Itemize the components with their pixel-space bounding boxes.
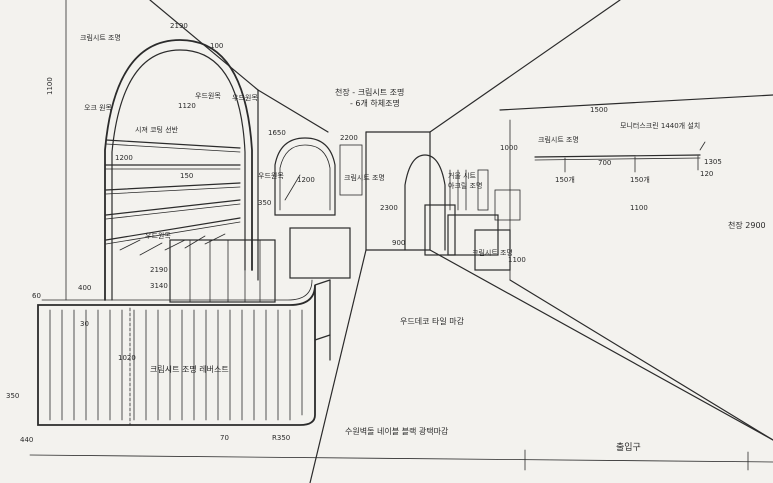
- annotations: 2190 100 크림시트 조명 1100 오크 원목 우드원목 우드원목 11…: [6, 22, 766, 453]
- label-mid-arch: 우드원목: [258, 171, 284, 180]
- label-mid-arch-dim-1200: 1200: [297, 176, 315, 184]
- label-shelf-dim-1200: 1200: [115, 154, 133, 162]
- label-left-side-note: 오크 원목: [84, 103, 113, 112]
- label-arch-dim-1120: 1120: [178, 102, 196, 110]
- label-mid-right: 크림시트 조명: [344, 173, 385, 182]
- label-top-dim: 2190: [170, 22, 188, 30]
- label-back-dim-1650: 1650: [268, 129, 286, 137]
- label-center-dim-900: 900: [392, 239, 405, 247]
- label-floor-note-1: 우드데코 타일 마감: [400, 316, 465, 326]
- label-right-3: 크림시트 조명: [472, 248, 513, 257]
- ceiling-track: [534, 141, 706, 173]
- label-counter-dim-1020: 1020: [118, 354, 136, 362]
- label-ceiling-dim-1500: 1500: [590, 106, 608, 114]
- label-right-arch-2: 아크릴 조명: [448, 181, 482, 190]
- label-ceiling-right-2: 모니터스크린 1440개 설치: [620, 121, 700, 130]
- left-arch-shelving: [104, 39, 276, 303]
- label-counter-left-350: 350: [6, 392, 19, 400]
- label-entrance: 출입구: [616, 441, 641, 453]
- label-shelf-dim-150: 150: [180, 172, 193, 180]
- label-counter-dim-3140: 3140: [150, 282, 168, 290]
- label-ceiling-note-2: - 6개 하체조명: [350, 98, 400, 108]
- label-arch-inner: 우드원목: [195, 91, 221, 100]
- middle-arch: [274, 137, 363, 216]
- label-back-dim-2200: 2200: [340, 134, 358, 142]
- label-counter-dim-400: 400: [78, 284, 91, 292]
- label-shelf-dim-2190: 2190: [150, 266, 168, 274]
- label-shelf-wood: 우드원목: [145, 231, 171, 240]
- label-right-arch: 거울 시트: [448, 171, 477, 180]
- label-top-dim2: 100: [210, 42, 223, 50]
- label-ceiling-dim-700: 700: [598, 159, 611, 167]
- label-center-dim-2300: 2300: [380, 204, 398, 212]
- label-counter-bottom-440: 440: [20, 436, 33, 444]
- label-ceiling-dim-150b: 150개: [630, 175, 650, 184]
- label-arch-right: 우드원목: [232, 93, 258, 102]
- perspective-structure: [29, 0, 773, 483]
- label-right-wall-dim-1000: 1000: [500, 144, 518, 152]
- label-ceiling-note-1: 천장 - 크림시트 조명: [335, 87, 404, 97]
- label-floor-note-2: 수원벽돌 네이블 블랙 광택마감: [345, 426, 449, 436]
- label-counter-dim-30: 30: [80, 320, 89, 328]
- label-counter-bottom-70: 70: [220, 434, 229, 442]
- label-mid-arch-dim-350: 350: [258, 199, 271, 207]
- label-counter-dim-60: 60: [32, 292, 41, 300]
- label-ceiling-dim-120: 120: [700, 170, 713, 178]
- label-right-far-note: 천장 2900: [728, 220, 766, 230]
- right-arch-display: [404, 154, 521, 271]
- label-shelf-note: 시져 코팅 선반: [135, 125, 179, 134]
- label-right-dim-1100: 1100: [630, 204, 648, 212]
- front-counter: [37, 227, 351, 426]
- label-left-side-dim: 1100: [46, 77, 54, 95]
- label-ceiling-right: 크림시트 조명: [538, 135, 579, 144]
- label-left-marble: 크림시트 조명: [80, 33, 121, 42]
- label-counter-front: 크림시트 조명 레버스트: [150, 364, 229, 374]
- label-counter-bottom-r350: R350: [272, 434, 290, 442]
- label-ceiling-dim-150a: 150개: [555, 175, 575, 184]
- label-ceiling-dim-1305: 1305: [704, 158, 722, 166]
- label-right-wall-dim-1100: 1100: [508, 256, 526, 264]
